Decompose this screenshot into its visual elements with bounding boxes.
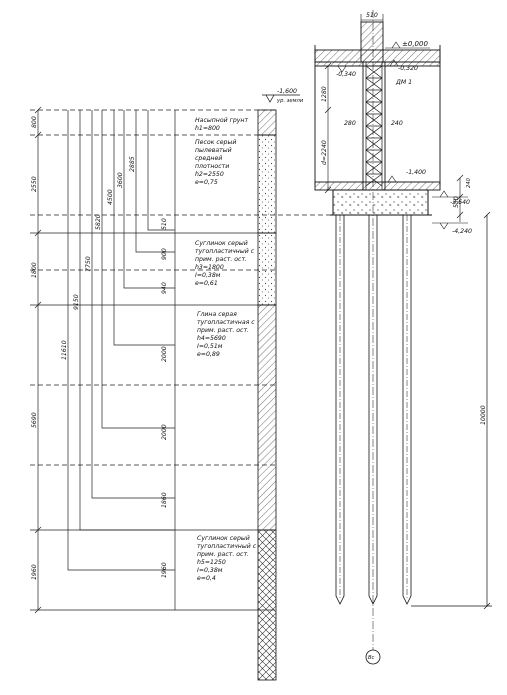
dim-d2240: d=2240 [321, 140, 328, 165]
layer-4-description: Глина серая тугопластичная с прим. раст.… [197, 311, 255, 358]
right-dimension [411, 211, 492, 610]
depth-5820: 5820 [95, 214, 102, 230]
layer-4-line: тугопластичная с [197, 319, 255, 326]
layer-3-index: I=0,38м [195, 272, 221, 279]
ground-level-label: ур. земли [276, 98, 304, 104]
step-510: 510 [161, 218, 168, 230]
mark-dm1: ДМ 1 [395, 79, 412, 86]
layer-2-line: средней [195, 155, 222, 162]
layer-4-thickness: h4=5690 [197, 335, 226, 342]
layer-1-description: Насыпной грунт h1=800 [195, 117, 248, 132]
left-dimension-chain [34, 106, 42, 614]
layer-4-name: Глина серая [197, 311, 237, 318]
axis-bubble [365, 649, 381, 665]
axis-label: Вс [368, 655, 375, 661]
layer-5-porosity: е=0,4 [197, 575, 216, 582]
basement-dims [324, 62, 464, 222]
layer-4-index: I=0,51м [197, 343, 223, 350]
borehole-column [257, 109, 277, 681]
pile-cap [330, 189, 432, 216]
layer-5-description: Суглинок серый тугопластичный с прим. ра… [197, 535, 257, 582]
elev-e2: -0,320 [398, 65, 418, 72]
layer-5-line: тугопластичный с [197, 543, 257, 550]
depth-3600: 3600 [117, 172, 124, 188]
layer-3-name: Суглинок серый [195, 240, 248, 247]
layer-4-porosity: е=0,89 [197, 351, 220, 358]
dim-1960: 1960 [31, 564, 38, 580]
step-900: 900 [161, 248, 168, 260]
layer-3-line: прим. раст. ост. [195, 256, 247, 263]
step-1960: 1960 [161, 562, 168, 578]
dim-5690: 5690 [31, 412, 38, 428]
dim-240: 240 [391, 120, 403, 127]
layer-2-line: пылеватый [195, 147, 232, 154]
layer-1-name: Насыпной грунт [195, 117, 248, 124]
layer-5-name: Суглинок серый [197, 535, 250, 542]
layer-2-line: плотности [195, 163, 229, 170]
piles [335, 10, 412, 650]
layer-2-description: Песок серый пылеватый средней плотности … [195, 139, 236, 186]
dim-550: 550 [453, 196, 460, 208]
layer-3-thickness: h3=1800 [195, 264, 224, 271]
wall-width-dim [360, 14, 384, 22]
depth-7750: 7750 [85, 256, 92, 272]
layer-5-line: прим. раст. ост. [197, 551, 249, 558]
layer-1-thickness: h1=800 [195, 125, 220, 132]
dim-800: 800 [31, 116, 38, 128]
dim-240b: 240 [466, 177, 472, 188]
elev-e5: -4,240 [452, 228, 472, 235]
layer-5-thickness: h5=1250 [197, 559, 226, 566]
dim-1280: 1280 [321, 86, 328, 102]
layer-5-index: I=0,38м [197, 567, 223, 574]
depth-9150: 9150 [73, 294, 80, 310]
depth-11610: 11610 [61, 340, 68, 360]
dim-1800: 1800 [31, 262, 38, 278]
ground-level-marker [262, 94, 300, 103]
step-940: 940 [161, 282, 168, 294]
layer-3-line: тугопластичный с [195, 248, 255, 255]
depth-brackets [67, 110, 176, 610]
step-1860: 1860 [161, 492, 168, 508]
depth-4500: 4500 [107, 189, 114, 205]
layer-2-porosity: е=0,75 [195, 179, 218, 186]
layer-3-description: Суглинок серый тугопластичный с прим. ра… [195, 240, 255, 287]
layer-2-thickness: h2=2550 [195, 171, 224, 178]
layer-2-name: Песок серый [195, 139, 236, 146]
step-2000a: 2000 [161, 346, 168, 362]
ground-elevation: -1,600 [277, 88, 297, 95]
layer-boundary-lines [30, 109, 330, 611]
step-2000b: 2000 [161, 424, 168, 440]
dim-510-wall: 510 [366, 12, 378, 19]
dim-2550: 2550 [31, 176, 38, 192]
dim-280: 280 [344, 120, 356, 127]
elevation-markers [332, 41, 468, 230]
layer-3-porosity: е=0,61 [195, 280, 218, 287]
layer-4-line: прим. раст. ост. [197, 327, 249, 334]
dim-10000: 10000 [480, 405, 487, 425]
depth-2885: 2885 [129, 156, 136, 172]
elev-e3: -1,400 [406, 169, 426, 176]
elev-top: ±0,000 [402, 40, 428, 48]
basement-floor [314, 61, 441, 191]
wall-lattice [365, 62, 383, 190]
elev-e1: -0,340 [336, 71, 356, 78]
